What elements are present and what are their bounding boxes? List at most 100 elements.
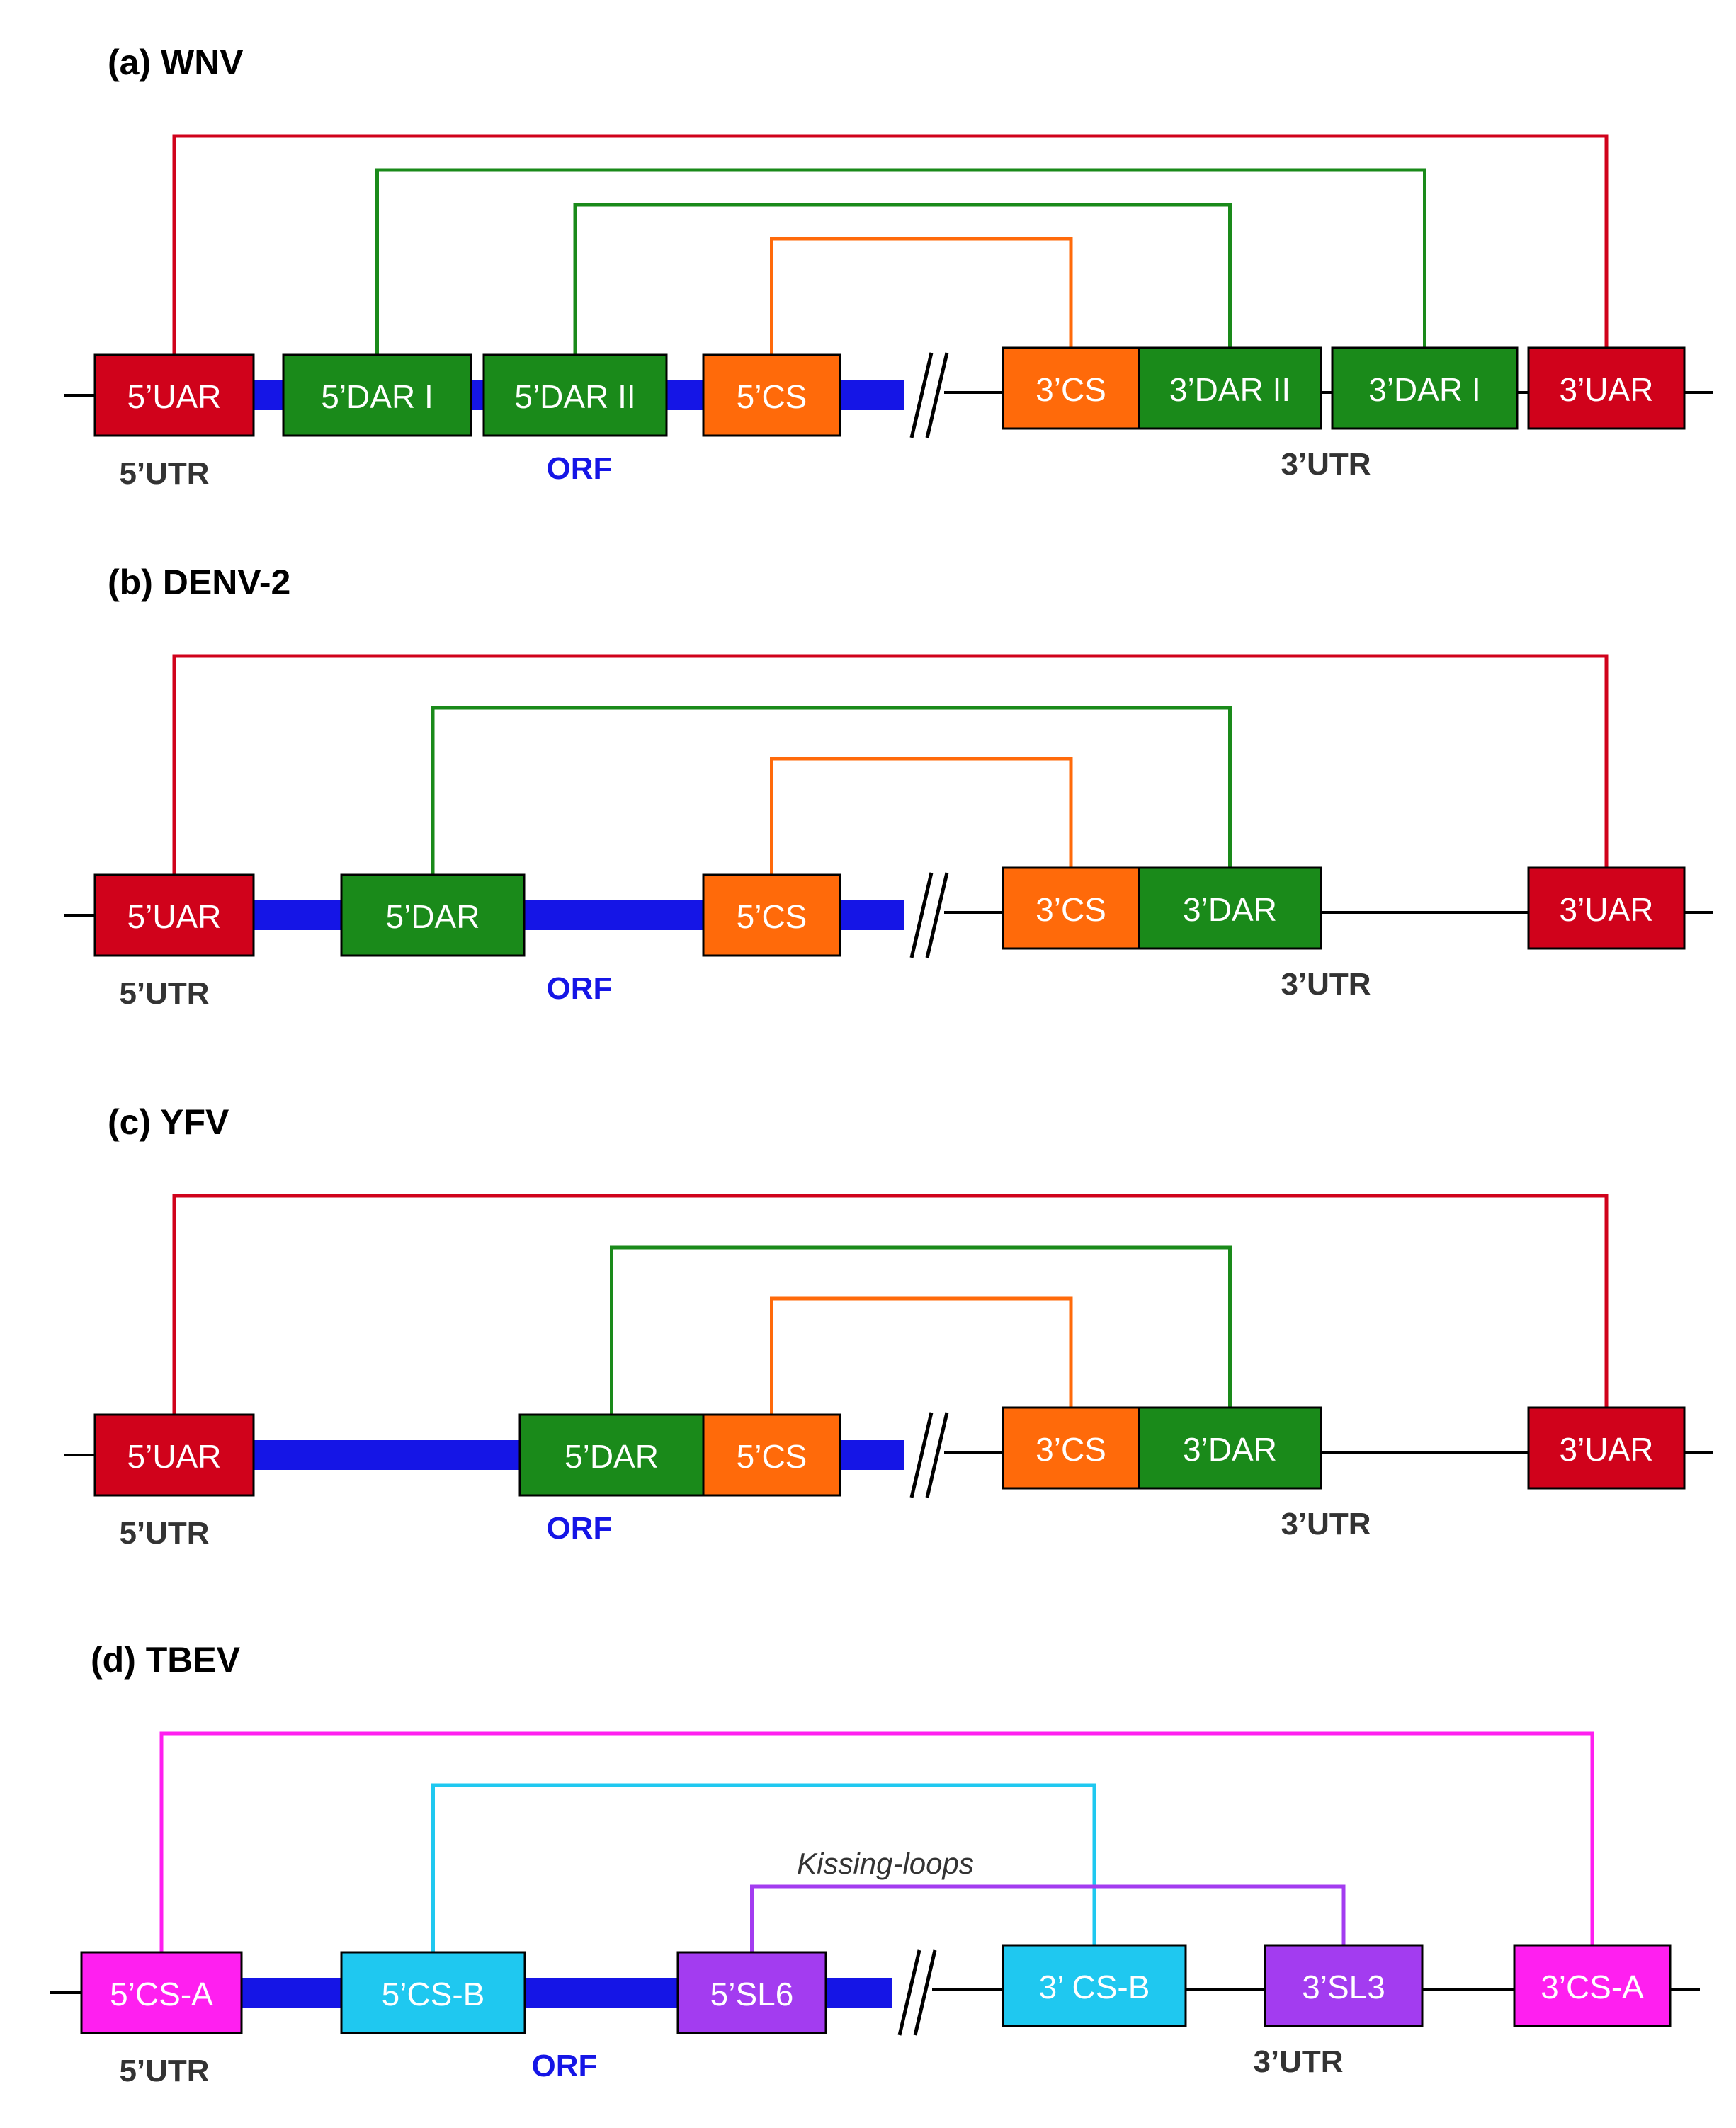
element-label: 3’DAR [1183, 1431, 1277, 1468]
element-label: 3’CS-A [1541, 1969, 1644, 2005]
orf-segment [254, 900, 341, 930]
genome-break-icon [904, 872, 949, 958]
utr3-label: 3’UTR [1253, 2044, 1343, 2079]
orf-segment [666, 380, 703, 410]
panel-title: (a) WNV [108, 43, 244, 82]
element-label: 3’UAR [1560, 1431, 1654, 1468]
element-label: 3’CS [1036, 891, 1106, 928]
element-label: 5’DAR I [321, 378, 433, 415]
element-label: 5’DAR II [514, 378, 635, 415]
element-box: 3’DAR [1138, 866, 1322, 950]
utr5-label: 5’UTR [119, 2054, 209, 2088]
orf-segment [525, 1978, 678, 2008]
orf-segment [840, 380, 910, 410]
element-box: 5’CS [702, 873, 841, 957]
genome-break-icon [904, 352, 949, 438]
orf-label: ORF [532, 2049, 598, 2083]
interaction-connector [750, 1884, 1346, 1952]
element-box: 5’UAR [93, 873, 255, 957]
orf-label: ORF [547, 451, 613, 486]
element-box: 3’UAR [1527, 866, 1686, 950]
interaction-connector [573, 203, 1232, 355]
utr5-label: 5’UTR [119, 1516, 209, 1551]
element-box: 5’CS [702, 1413, 841, 1497]
interaction-connector [375, 168, 1426, 355]
element-box: 5’CS-B [340, 1951, 526, 2034]
panel-2: (b) DENV-2 5’UAR 5’DAR 5’CS 3’CS 3’DAR 3’UAR 5’… [64, 562, 1713, 1011]
panel-title: (b) DENV-2 [108, 562, 290, 602]
interaction-connector [770, 237, 1073, 355]
orf-segment [254, 1440, 520, 1470]
interaction-connector [610, 1245, 1232, 1415]
element-box: 3’DAR II [1138, 346, 1322, 430]
panel-title: (c) YFV [108, 1102, 229, 1142]
element-label: 5’CS-A [110, 1976, 213, 2013]
interaction-connector [770, 1296, 1073, 1415]
interaction-connector [172, 1194, 1609, 1415]
element-box: 3’CS-A [1513, 1944, 1672, 2027]
element-box: 3’ CS-B [1002, 1944, 1187, 2027]
element-label: 5’DAR [386, 898, 480, 935]
element-box: 5’DAR II [482, 353, 668, 437]
element-label: 3’CS [1036, 371, 1106, 408]
kissing-loops-annotation: Kissing-loops [797, 1847, 974, 1880]
element-label: 3’DAR I [1368, 371, 1480, 408]
element-box: 5’DAR [518, 1413, 705, 1497]
element-box: 5’CS-A [80, 1951, 243, 2034]
orf-label: ORF [547, 971, 613, 1006]
element-label: 3’ CS-B [1039, 1969, 1150, 2005]
element-box: 5’SL6 [676, 1951, 827, 2034]
genome-break-icon [904, 1412, 949, 1498]
orf-label: ORF [547, 1511, 613, 1546]
utr5-label: 5’UTR [119, 456, 209, 491]
genome-break-icon [892, 1949, 937, 2036]
panel-1: (a) WNV 5’UAR 5’DAR I 5’DAR II 5’CS 3’CS 3’DAR… [64, 43, 1713, 491]
element-label: 3’UAR [1560, 371, 1654, 408]
interaction-connector [172, 134, 1609, 355]
utr3-label: 3’UTR [1281, 967, 1371, 1002]
element-label: 3’SL3 [1302, 1969, 1385, 2005]
utr5-label: 5’UTR [119, 976, 209, 1011]
orf-segment [840, 900, 910, 930]
element-box: 3’DAR [1138, 1406, 1322, 1490]
interaction-connector [431, 706, 1232, 875]
element-box: 5’UAR [93, 353, 255, 437]
element-label: 5’CS [737, 1438, 807, 1475]
panel-4: (d) TBEV 5’CS-A 5’CS-B 5’SL6 3’ CS-B 3’SL3 3’C… [50, 1640, 1700, 2088]
element-label: 5’CS-B [382, 1976, 485, 2013]
element-label: 3’DAR II [1169, 371, 1290, 408]
interaction-connector [172, 654, 1609, 875]
element-label: 3’DAR [1183, 891, 1277, 928]
element-label: 5’UAR [127, 1438, 222, 1475]
interaction-connector [159, 1731, 1594, 1952]
element-box: 3’CS [1002, 346, 1140, 430]
orf-segment [524, 900, 703, 930]
interaction-connector [770, 757, 1073, 875]
element-label: 3’UAR [1560, 891, 1654, 928]
orf-segment [840, 1440, 910, 1470]
element-label: 5’UAR [127, 898, 222, 935]
element-label: 5’UAR [127, 378, 222, 415]
element-box: 3’UAR [1527, 346, 1686, 430]
orf-segment [826, 1978, 898, 2008]
utr3-label: 3’UTR [1281, 1507, 1371, 1541]
element-box: 5’DAR I [282, 353, 472, 437]
element-box: 5’CS [702, 353, 841, 437]
panel-3: (c) YFV 5’UAR 5’DAR 5’CS 3’CS 3’DAR 3’UAR 5’UTR… [64, 1102, 1713, 1551]
element-box: 3’UAR [1527, 1406, 1686, 1490]
orf-segment [242, 1978, 341, 2008]
panel-title: (d) TBEV [91, 1640, 241, 1680]
element-box: 3’CS [1002, 866, 1140, 950]
element-box: 3’DAR I [1331, 346, 1519, 430]
interaction-connector [431, 1783, 1096, 1952]
orf-segment [254, 380, 283, 410]
element-label: 5’CS [737, 898, 807, 935]
utr3-label: 3’UTR [1281, 447, 1371, 482]
orf-segment [471, 380, 484, 410]
element-label: 5’SL6 [710, 1976, 794, 2013]
element-label: 5’DAR [565, 1438, 659, 1475]
element-label: 3’CS [1036, 1431, 1106, 1468]
element-box: 3’SL3 [1264, 1944, 1424, 2027]
element-box: 5’UAR [93, 1413, 255, 1497]
